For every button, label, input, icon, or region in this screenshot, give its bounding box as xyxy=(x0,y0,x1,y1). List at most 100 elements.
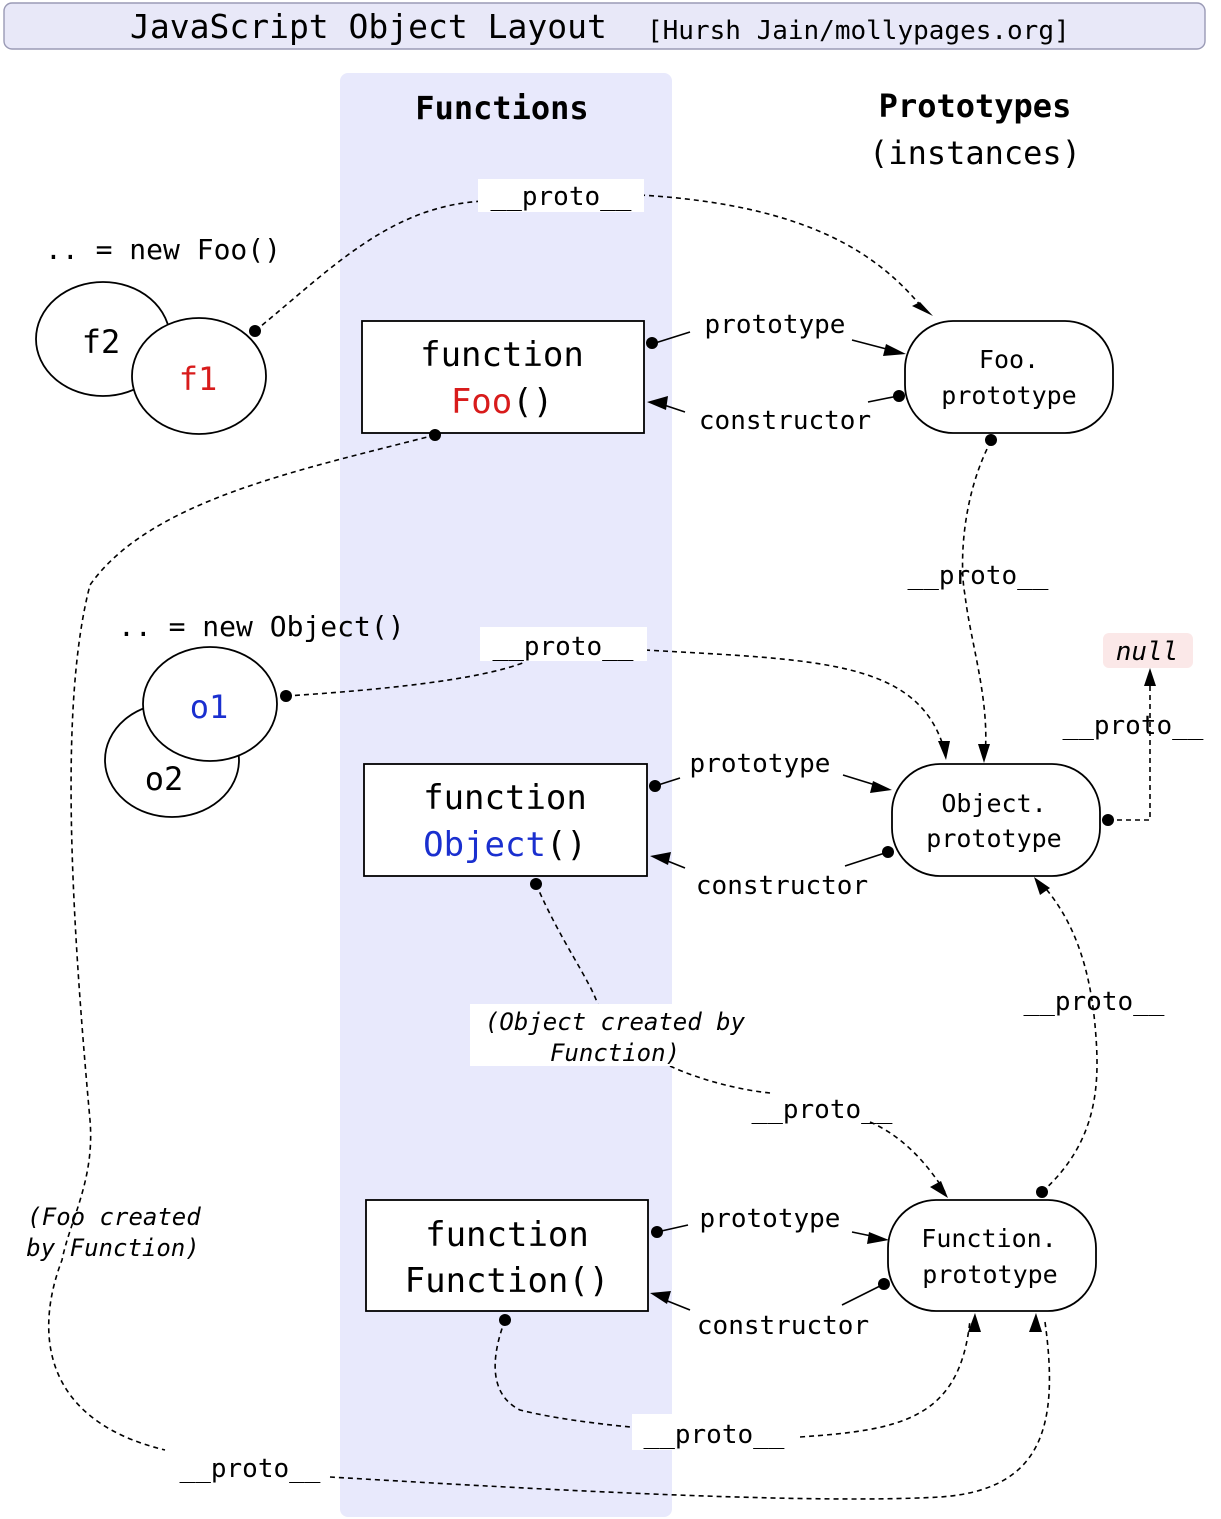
prototype-label-foo: prototype xyxy=(705,310,846,340)
edge-fooprototype-to-objectprototype xyxy=(961,440,992,756)
function-object-box xyxy=(363,763,648,877)
dot-object-prototype xyxy=(649,780,661,792)
arrowhead-null xyxy=(1144,668,1156,686)
edge-object-function-proto-lower xyxy=(869,1121,946,1193)
object-created-note-line2: Function) xyxy=(550,1039,680,1067)
foo-prototype-line2: prototype xyxy=(941,381,1076,410)
arrowhead-object-functionprototype xyxy=(930,1181,948,1198)
edge-f1-proto xyxy=(254,200,486,332)
arrowhead-function-prototype xyxy=(867,1232,889,1244)
prototype-label-object: prototype xyxy=(690,749,831,779)
foo-created-note-line1: (Foo created xyxy=(27,1203,201,1231)
f1-label: f1 xyxy=(179,360,218,398)
diagram-title: JavaScript Object Layout xyxy=(130,7,607,46)
object-prototype-line1: Object. xyxy=(941,789,1046,818)
function-function-box xyxy=(365,1199,649,1312)
edge-function-proto-left xyxy=(494,1319,641,1429)
new-foo-caption: .. = new Foo() xyxy=(45,233,281,266)
proto-label-bg-3 xyxy=(632,1414,800,1450)
constructor-label-object: constructor xyxy=(696,871,868,901)
arrowhead-function-functionprototype xyxy=(968,1313,981,1332)
prototype-label-function: prototype xyxy=(700,1204,841,1234)
proto-label-object: __proto__ xyxy=(752,1095,893,1125)
function-foo-box xyxy=(361,320,645,434)
arrowhead-object-constructor xyxy=(650,852,671,865)
arrowhead-fooprototype-objectprototype xyxy=(978,744,990,763)
edge-o1-proto xyxy=(285,661,526,697)
edge-foo-function-proto-left xyxy=(47,434,436,1451)
arrowhead-foo-functionprototype xyxy=(1029,1313,1042,1332)
function-prototype-box xyxy=(887,1199,1097,1312)
f2-label: f2 xyxy=(82,323,121,361)
dot-objectprototype-constructor xyxy=(882,846,894,858)
arrowhead-functionprototype-objectprototype xyxy=(1034,877,1050,895)
o1-label: o1 xyxy=(190,688,229,726)
edge-f1-proto-to-foo-prototype xyxy=(639,194,926,312)
edge-object-constructor-start xyxy=(844,851,889,867)
dot-function-proto xyxy=(499,1314,511,1326)
function-object-signature: Object() xyxy=(423,825,587,865)
proto-label-f1: __proto__ xyxy=(491,182,632,212)
function-foo-signature: Foo() xyxy=(451,382,553,422)
dot-foo-proto xyxy=(429,429,441,441)
dot-functionprototype-proto xyxy=(1036,1186,1048,1198)
proto-label-o1: __proto__ xyxy=(493,632,634,662)
function-foo-name: Foo xyxy=(451,382,512,422)
edge-function-proto-right xyxy=(799,1319,971,1438)
foo-created-note-line2: by Function) xyxy=(26,1234,199,1262)
null-badge xyxy=(1103,633,1193,668)
dot-f1 xyxy=(249,325,261,337)
dot-objectprototype-proto xyxy=(1102,814,1114,826)
edge-foo-prototype-start xyxy=(651,331,691,345)
proto-label-functionprototype: __proto__ xyxy=(1024,987,1165,1017)
arrowhead-foo-prototype xyxy=(883,344,906,356)
functions-column-header: Functions xyxy=(415,89,588,127)
proto-label-objectprototype: __proto__ xyxy=(1063,711,1204,741)
prototypes-column-header: Prototypes xyxy=(879,87,1072,125)
foo-prototype-box xyxy=(904,320,1114,434)
proto-label-fooprototype: __proto__ xyxy=(908,561,1049,591)
new-object-caption: .. = new Object() xyxy=(118,610,405,643)
constructor-label-foo: constructor xyxy=(699,406,871,436)
function-object-name: Object xyxy=(423,825,546,865)
proto-label-bg-1 xyxy=(478,179,644,212)
object-created-note-line1: (Object created by xyxy=(485,1008,746,1036)
foo-prototype-line1: Foo. xyxy=(979,345,1039,374)
constructor-label-function: constructor xyxy=(697,1311,869,1341)
dot-fooprototype-proto xyxy=(985,434,997,446)
dot-object-proto xyxy=(530,878,542,890)
arrowhead-foo-constructor xyxy=(647,396,668,410)
function-object-parens: () xyxy=(546,825,587,865)
dot-function-prototype xyxy=(651,1226,663,1238)
edge-functionprototype-to-objectprototype xyxy=(1039,881,1098,1193)
arrowhead-function-constructor xyxy=(650,1291,671,1304)
proto-label-foo: __proto__ xyxy=(180,1454,321,1484)
prototypes-column-subheader: (instances) xyxy=(869,134,1081,172)
dot-foo-prototype xyxy=(646,337,658,349)
function-foo-parens: () xyxy=(512,382,553,422)
function-prototype-line1: Function. xyxy=(921,1224,1056,1253)
arrowhead-object-prototype xyxy=(870,781,892,793)
f1-instance xyxy=(131,317,267,435)
function-foo-keyword: function xyxy=(420,335,584,375)
arrowhead-o1-objectprototype xyxy=(938,741,950,760)
arrowhead-f1-foo-prototype xyxy=(912,302,933,316)
dot-o1 xyxy=(280,690,292,702)
function-function-keyword: function xyxy=(425,1215,589,1255)
edge-function-constructor-start xyxy=(841,1283,885,1306)
o2-label: o2 xyxy=(145,760,184,798)
proto-label-function: __proto__ xyxy=(644,1420,785,1450)
proto-label-bg-2 xyxy=(480,627,647,661)
null-label: null xyxy=(1116,637,1179,667)
function-prototype-line2: prototype xyxy=(922,1260,1057,1289)
object-prototype-box xyxy=(891,763,1101,877)
edge-objectprototype-to-null xyxy=(1108,680,1151,821)
edge-foo-function-proto-bottom xyxy=(329,1321,1051,1500)
function-function-name: Function() xyxy=(405,1261,610,1301)
edge-object-function-proto-upper xyxy=(535,883,599,1006)
edge-foo-constructor-start xyxy=(867,395,899,403)
diagram-credit: [Hursh Jain/mollypages.org] xyxy=(647,16,1070,46)
edge-o1-proto-to-object-prototype xyxy=(644,649,946,753)
dot-fooprototype-constructor xyxy=(893,390,905,402)
